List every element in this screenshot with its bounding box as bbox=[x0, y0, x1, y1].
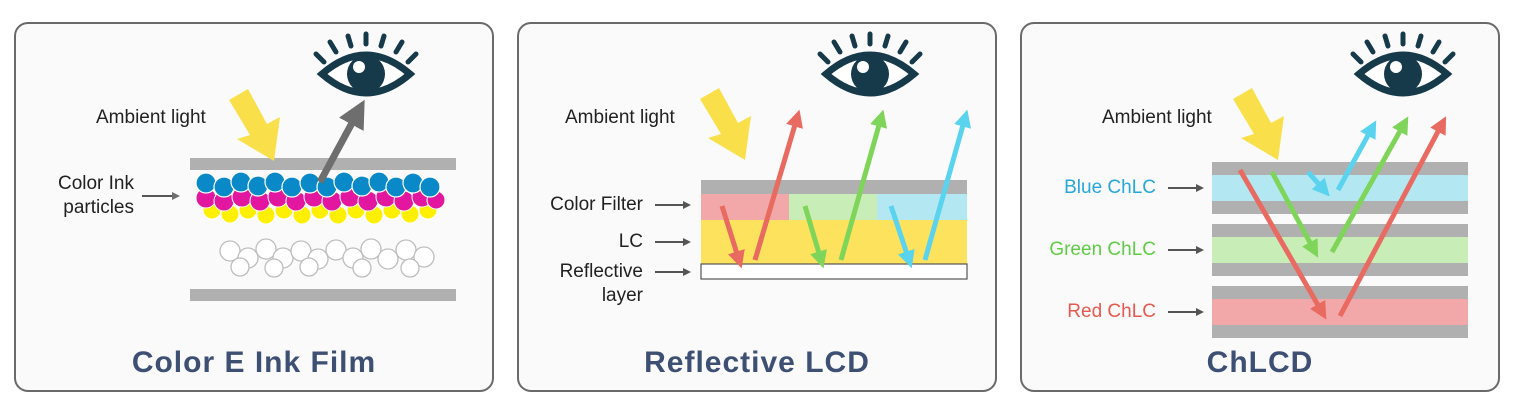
blue-reflected-ray bbox=[922, 109, 972, 261]
panel-title: Reflective LCD bbox=[644, 346, 870, 379]
ambient-light-label: Ambient light bbox=[565, 107, 675, 128]
reflective-layer bbox=[700, 263, 968, 280]
eye-icon bbox=[1350, 31, 1456, 97]
chlcd-diagram bbox=[1168, 31, 1468, 338]
blue-incoming-ray bbox=[888, 205, 915, 269]
red-incoming-ray bbox=[719, 205, 745, 269]
white-particles bbox=[219, 238, 435, 278]
ambient-light-arrow bbox=[700, 88, 751, 160]
top-glass-layer bbox=[701, 180, 967, 194]
reflective-label-line2: layer bbox=[601, 285, 643, 306]
red-chlc-label: Red ChLC bbox=[1067, 301, 1156, 322]
green-incoming-ray bbox=[802, 205, 827, 269]
green-reflected-ray bbox=[1329, 116, 1409, 254]
bottom-film-layer bbox=[190, 289, 456, 301]
reflective-label-line1: Reflective bbox=[559, 261, 643, 282]
blue-stack-bottom-layer bbox=[1212, 201, 1468, 214]
top-film-layer bbox=[190, 158, 456, 170]
red-reflected-ray bbox=[752, 109, 803, 261]
panel-color-e-ink-film: Ambient light Color Ink particles Color … bbox=[14, 22, 494, 392]
magenta-ink-particles bbox=[195, 186, 446, 212]
color-ink-particles-label: Color Ink particles bbox=[36, 172, 134, 220]
green-incoming-ray bbox=[1269, 170, 1319, 258]
red-stack-bottom-layer bbox=[1212, 325, 1468, 338]
red-stack-top-layer bbox=[1212, 286, 1468, 299]
blue-reflected-ray bbox=[1335, 120, 1377, 192]
ambient-light-label: Ambient light bbox=[96, 107, 206, 128]
blue-chlc-label: Blue ChLC bbox=[1064, 177, 1156, 198]
green-filter bbox=[789, 194, 877, 220]
cyan-ink-particles bbox=[195, 171, 441, 198]
ambient-light-label: Ambient light bbox=[1102, 107, 1212, 128]
eye-icon bbox=[817, 31, 923, 97]
reflective-lcd-diagram bbox=[655, 31, 972, 280]
panel-chlcd: Ambient light Blue ChLC Green ChLC Red C… bbox=[1020, 22, 1500, 392]
eye-icon bbox=[313, 31, 419, 97]
red-reflected-ray bbox=[1337, 116, 1447, 318]
ambient-light-arrow bbox=[229, 89, 280, 161]
green-chlc-label: Green ChLC bbox=[1049, 239, 1156, 260]
particles-label-line1: Color Ink bbox=[57, 173, 134, 194]
color-filter-label: Color Filter bbox=[550, 194, 643, 215]
panel-title: ChLCD bbox=[1206, 346, 1314, 379]
green-stack-bottom-layer bbox=[1212, 263, 1468, 276]
lc-label: LC bbox=[618, 231, 643, 252]
ambient-light-arrow bbox=[1233, 88, 1284, 160]
particles-label-line2: particles bbox=[63, 197, 134, 218]
panel-reflective-lcd: Ambient light Color Filter LC Reflective… bbox=[517, 22, 997, 392]
red-incoming-ray bbox=[1237, 168, 1327, 320]
blue-stack-top-layer bbox=[1212, 162, 1468, 175]
reflective-layer-label: Reflective layer bbox=[519, 260, 643, 308]
green-reflected-ray bbox=[838, 109, 888, 261]
panel-title: Color E Ink Film bbox=[131, 346, 377, 379]
reflected-light-arrow bbox=[316, 99, 365, 184]
blue-incoming-ray bbox=[1306, 170, 1330, 197]
e-ink-diagram bbox=[142, 31, 456, 301]
liquid-crystal-layer bbox=[701, 220, 967, 264]
